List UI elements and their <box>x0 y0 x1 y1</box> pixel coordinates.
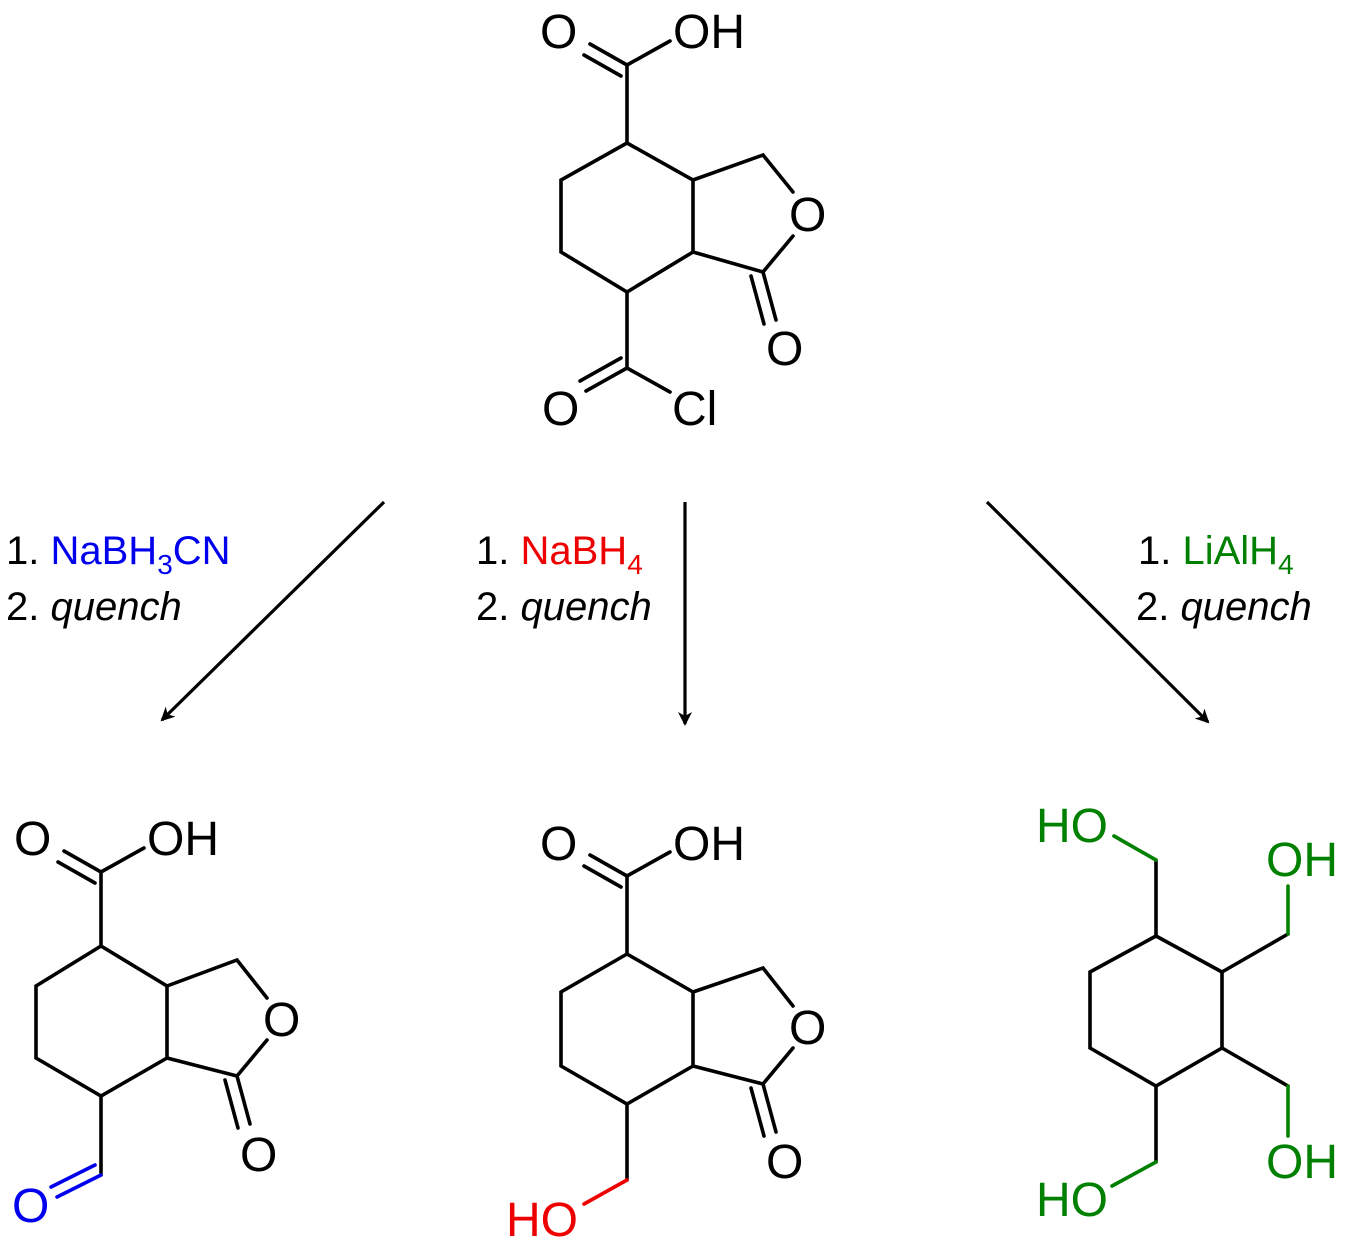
conditions-middle: 1. NaBH4 2. quench <box>476 529 652 629</box>
svg-text:2. quench: 2. quench <box>6 585 182 629</box>
atom-o: O <box>263 994 300 1047</box>
atom-o: O <box>14 813 51 866</box>
conditions-right: 1. LiAlH4 2. quench <box>1136 529 1312 629</box>
step2-quench: quench <box>50 585 181 629</box>
atom-o: O <box>540 6 577 59</box>
atom-o: O <box>542 383 579 436</box>
step1-number: 1. <box>1138 529 1182 573</box>
arrow-left <box>160 500 386 722</box>
atom-ho-green: HO <box>1036 800 1108 853</box>
atom-o-aldehyde: O <box>12 1180 49 1233</box>
atom-oh-green: OH <box>1266 1136 1338 1189</box>
reagent-subscript: 4 <box>1278 549 1294 580</box>
starting-material: O OH O O O Cl <box>540 6 826 436</box>
step2-number: 2. <box>1136 585 1180 629</box>
atom-o: O <box>240 1129 277 1182</box>
atom-o: O <box>789 1002 826 1055</box>
conditions-left: 1. NaBH3CN 2. quench <box>6 529 231 629</box>
step2-number: 2. <box>6 585 50 629</box>
step1-number: 1. <box>476 529 520 573</box>
reagent-tail: CN <box>173 529 231 573</box>
reagent-nabh4: NaBH <box>520 529 627 573</box>
reagent-subscript: 3 <box>157 549 173 580</box>
product-aldehyde: O OH O O O <box>12 813 300 1233</box>
reagent-lialh4: LiAlH <box>1182 529 1278 573</box>
step1-number: 1. <box>6 529 50 573</box>
atom-oh-green: OH <box>1266 834 1338 887</box>
atom-ho-red: HO <box>506 1194 578 1244</box>
atom-o: O <box>766 1136 803 1189</box>
atom-oh: OH <box>673 818 745 871</box>
svg-text:2. quench: 2. quench <box>1136 585 1312 629</box>
atom-cl: Cl <box>672 383 717 436</box>
arrow-right <box>985 500 1210 724</box>
product-tetraol: HO OH OH HO <box>1036 800 1338 1227</box>
atom-o: O <box>540 818 577 871</box>
atom-o: O <box>766 323 803 376</box>
atom-o: O <box>789 189 826 242</box>
svg-text:2. quench: 2. quench <box>476 585 652 629</box>
step2-quench: quench <box>1180 585 1311 629</box>
step2-quench: quench <box>520 585 651 629</box>
reagent-nabh3cn: NaBH <box>50 529 157 573</box>
svg-text:1. LiAlH4: 1. LiAlH4 <box>1138 529 1294 580</box>
reagent-subscript: 4 <box>627 549 643 580</box>
atom-oh: OH <box>673 6 745 59</box>
svg-text:1. NaBH3CN: 1. NaBH3CN <box>6 529 231 580</box>
product-alcohol: O OH O O HO <box>506 818 826 1244</box>
step2-number: 2. <box>476 585 520 629</box>
svg-text:1. NaBH4: 1. NaBH4 <box>476 529 643 580</box>
atom-ho-green: HO <box>1036 1174 1108 1227</box>
atom-oh: OH <box>147 813 219 866</box>
